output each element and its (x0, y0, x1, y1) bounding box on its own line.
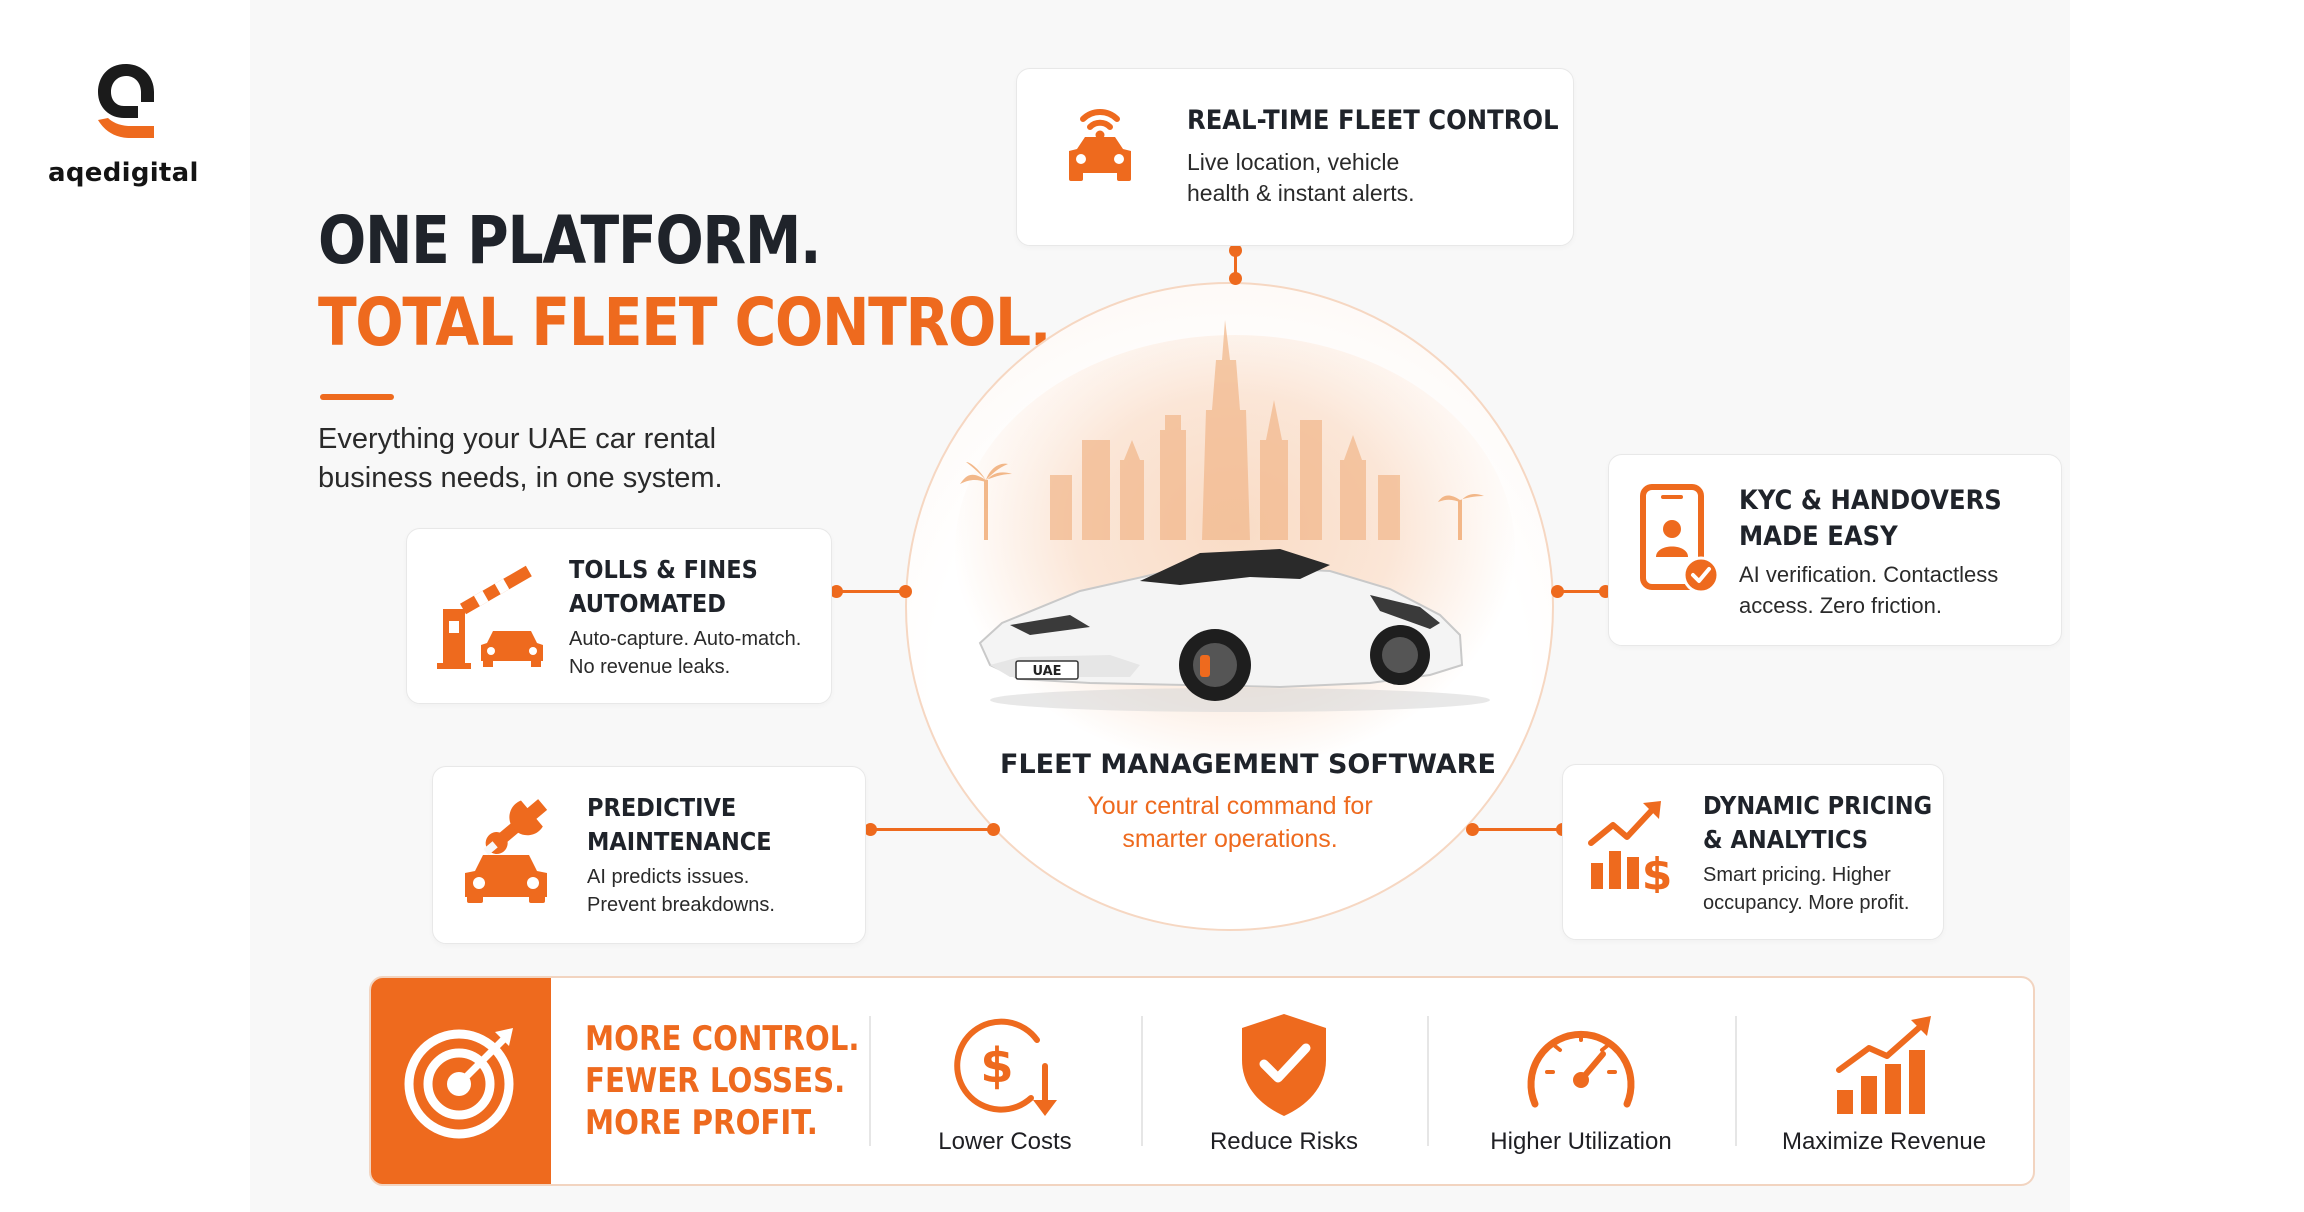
svg-text:$: $ (1642, 849, 1673, 893)
plate-text: UAE (1032, 664, 1061, 679)
benefit-reduce-risks: Reduce Risks (1141, 978, 1427, 1184)
card-description-line: AI predicts issues. (587, 866, 750, 888)
card-description-line: access. Zero friction. (1739, 593, 1942, 618)
divider (1427, 1016, 1429, 1146)
connector-dot (1466, 823, 1479, 836)
card-title-line: MADE EASY (1739, 521, 1898, 552)
connector-dot (899, 585, 912, 598)
gauge-icon (1527, 1030, 1635, 1108)
card-title-line: DYNAMIC PRICING (1703, 791, 1933, 820)
card-description-line: health & instant alerts. (1187, 180, 1415, 206)
skyline-illustration (960, 320, 1484, 540)
car-wrench-icon (465, 799, 548, 903)
connector-dot (864, 823, 877, 836)
brand-name: aqedigital (48, 158, 199, 188)
slogan-line: FEWER LOSSES. (585, 1061, 846, 1101)
connector-right-top (1556, 590, 1606, 593)
connector-left-top (835, 590, 907, 593)
headline-divider (320, 394, 394, 400)
bar-growth-icon (1836, 1016, 1931, 1114)
connected-car-icon (1069, 108, 1131, 181)
target-panel (371, 978, 551, 1184)
sports-car-image: UAE (978, 549, 1490, 712)
card-description-line: No revenue leaks. (569, 656, 731, 678)
card-description-line: Smart pricing. Higher (1703, 864, 1891, 886)
toll-gate-icon (437, 565, 543, 669)
benefit-label: Reduce Risks (1209, 1128, 1359, 1155)
card-description: AI verification. Contactless access. Zer… (1739, 559, 1998, 621)
slogan-line: MORE PROFIT. (585, 1103, 818, 1143)
benefit-lower-costs: $ Lower Costs (869, 978, 1141, 1184)
card-title-line: PREDICTIVE (587, 793, 737, 822)
card-description: Smart pricing. Higher occupancy. More pr… (1703, 861, 1909, 917)
card-description-line: Auto-capture. Auto-match. (569, 628, 802, 650)
benefits-banner: MORE CONTROL. FEWER LOSSES. MORE PROFIT.… (369, 976, 2035, 1186)
card-description: Live location, vehicle health & instant … (1187, 147, 1415, 209)
dollar-down-icon: $ (954, 1018, 1057, 1116)
benefit-label: Higher Utilization (1490, 1128, 1672, 1155)
connector-dot (1551, 585, 1564, 598)
aqedigital-logo-icon (98, 64, 154, 138)
headline: ONE PLATFORM. TOTAL FLEET CONTROL. (318, 200, 1051, 364)
connector-left-bottom (869, 828, 995, 831)
connector-right-bottom (1470, 828, 1562, 831)
card-title-line: MAINTENANCE (587, 827, 772, 856)
card-description-line: occupancy. More profit. (1703, 892, 1910, 914)
card-title: TOLLS & FINES AUTOMATED (569, 553, 758, 621)
card-title: KYC & HANDOVERS MADE EASY (1739, 483, 2002, 555)
card-title: DYNAMIC PRICING & ANALYTICS (1703, 789, 1932, 857)
shield-check-icon (1242, 1014, 1326, 1116)
hub-title: FLEET MANAGEMENT SOFTWARE (1000, 749, 1496, 780)
hub-subtitle-line-1: Your central command for (1087, 792, 1373, 820)
card-title-line: & ANALYTICS (1703, 825, 1869, 854)
target-arrow-icon (404, 1028, 514, 1139)
feature-card-realtime: REAL-TIME FLEET CONTROL Live location, v… (1016, 68, 1574, 246)
card-description-line: Prevent breakdowns. (587, 894, 775, 916)
connector-dot (1229, 244, 1242, 257)
card-title-line: TOLLS & FINES (569, 555, 758, 584)
feature-card-maintenance: PREDICTIVE MAINTENANCE AI predicts issue… (432, 766, 866, 944)
divider (1141, 1016, 1143, 1146)
card-description: Auto-capture. Auto-match. No revenue lea… (569, 625, 801, 681)
card-title: PREDICTIVE MAINTENANCE (587, 791, 772, 859)
feature-card-kyc: KYC & HANDOVERS MADE EASY AI verificatio… (1608, 454, 2062, 646)
growth-dollar-icon: $ (1588, 801, 1673, 893)
connector-dot (830, 585, 843, 598)
benefit-maximize-revenue: Maximize Revenue (1735, 978, 2033, 1184)
svg-text:$: $ (980, 1038, 1013, 1094)
card-title-line: KYC & HANDOVERS (1739, 485, 2002, 516)
benefit-label: Maximize Revenue (1781, 1128, 1987, 1155)
card-title: REAL-TIME FLEET CONTROL (1187, 105, 1559, 136)
headline-line-1: ONE PLATFORM. (318, 202, 822, 279)
benefit-label: Lower Costs (938, 1128, 1072, 1155)
slogan-line: MORE CONTROL. (585, 1019, 860, 1059)
card-description-line: AI verification. Contactless (1739, 562, 1999, 587)
connector-top (1234, 246, 1237, 276)
hub-subtitle-line-2: smarter operations. (1122, 825, 1338, 853)
headline-line-2: TOTAL FLEET CONTROL. (318, 284, 1051, 361)
feature-card-tolls: TOLLS & FINES AUTOMATED Auto-capture. Au… (406, 528, 832, 704)
subheadline: Everything your UAE car rental business … (318, 423, 723, 494)
feature-card-pricing: $ DYNAMIC PRICING & ANALYTICS Smart pric… (1562, 764, 1944, 940)
card-title-line: AUTOMATED (569, 589, 726, 618)
card-description: AI predicts issues. Prevent breakdowns. (587, 863, 775, 919)
connector-dot (1229, 272, 1242, 285)
divider (1735, 1016, 1737, 1146)
connector-dot (987, 823, 1000, 836)
divider (869, 1016, 871, 1146)
hub-subtitle: Your central command for smarter operati… (1000, 790, 1460, 856)
banner-slogan: MORE CONTROL. FEWER LOSSES. MORE PROFIT. (585, 1018, 859, 1144)
benefit-higher-utilization: Higher Utilization (1427, 978, 1735, 1184)
phone-verified-user-icon (1640, 484, 1720, 594)
card-description-line: Live location, vehicle (1187, 149, 1400, 175)
